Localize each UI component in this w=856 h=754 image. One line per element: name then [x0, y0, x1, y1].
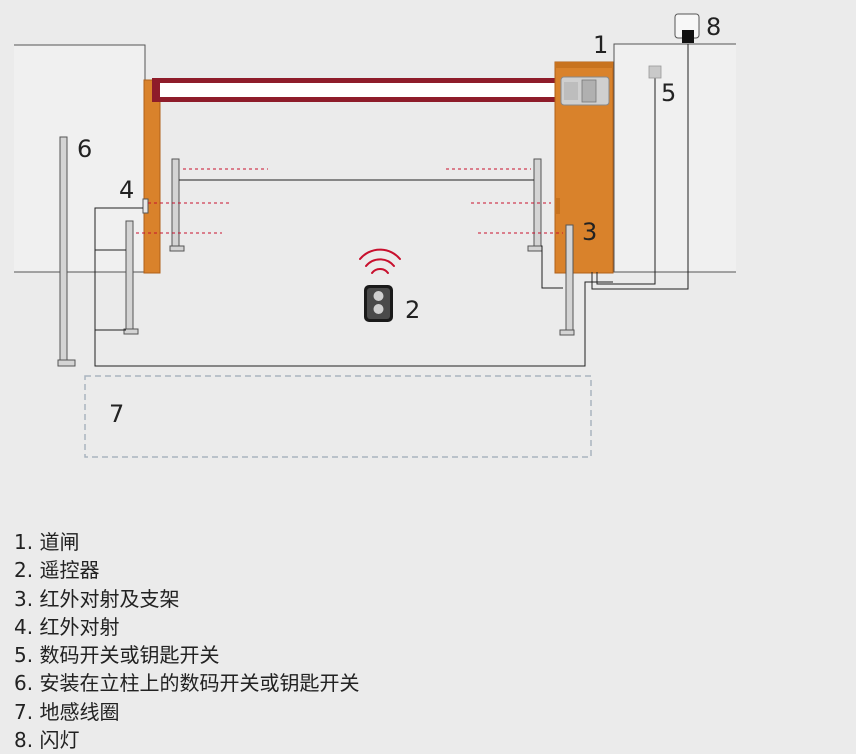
barrier-side-hinge — [555, 198, 560, 214]
callout-7: 7 — [109, 400, 124, 428]
legend-item-key-switch: 5. 数码开关或钥匙开关 — [14, 643, 220, 668]
callout-1: 1 — [593, 31, 608, 59]
callout-2: 2 — [405, 296, 420, 324]
wall-photocell — [142, 198, 149, 214]
legend-item-remote: 2. 遥控器 — [14, 558, 100, 583]
wireless-signal-icon — [359, 248, 401, 274]
post-near-photocell — [123, 220, 139, 335]
callout-4: 4 — [119, 176, 134, 204]
barrier-cabinet-top — [555, 62, 613, 68]
key-switch-post — [57, 136, 76, 367]
right-wall — [613, 43, 736, 273]
photocell-post-3 — [559, 224, 575, 336]
callout-5: 5 — [661, 79, 676, 107]
legend-item-post-key-switch: 6. 安装在立柱上的数码开关或钥匙开关 — [14, 671, 360, 696]
legend-item-barrier: 1. 道闸 — [14, 530, 80, 554]
barrier-gate-installation-svg: 1 2 3 4 5 6 7 8 — [14, 13, 736, 458]
callout-6: 6 — [77, 135, 92, 163]
photocell-post-right — [527, 158, 543, 252]
photocell-post-left — [169, 158, 185, 252]
left-arm-support — [143, 79, 161, 274]
legend-item-photocell-post: 3. 红外对射及支架 — [14, 586, 180, 611]
infrared-beams — [136, 168, 563, 234]
barrier-logo-plate — [581, 79, 597, 103]
component-legend: 1. 道闸 2. 遥控器 3. 红外对射及支架 4. 红外对射 5. 数码开关或… — [14, 528, 359, 754]
remote-control-icon — [364, 285, 393, 322]
legend-item-induction-loop: 7. 地感线圈 — [14, 699, 120, 724]
legend-item-photocell: 4. 红外对射 — [14, 614, 120, 639]
wiring — [94, 44, 689, 367]
legend-item-flash-lamp: 8. 闪灯 — [14, 728, 80, 753]
callout-3: 3 — [582, 218, 597, 246]
flash-lamp-icon — [674, 13, 700, 43]
barrier-arm-hub — [564, 82, 578, 100]
callout-8: 8 — [706, 13, 721, 41]
induction-loop — [84, 375, 592, 458]
key-switch-icon — [648, 65, 662, 79]
barrier-arm-inner — [160, 83, 562, 97]
